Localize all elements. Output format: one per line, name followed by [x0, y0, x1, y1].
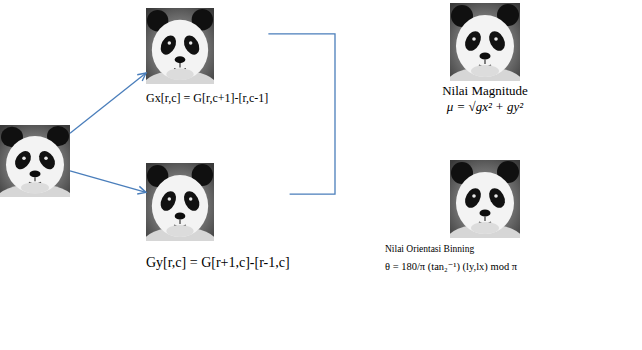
image-node: Gx[r,c] = G[r,c+1]-[r,c-1]	[146, 8, 268, 106]
image-node: Nilai Orientasi Binning θ = 180/π (tan₂⁻¹…	[385, 160, 520, 273]
formula-text: θ = 180/π (tan₂⁻¹) (ly,lx) mod π	[385, 261, 520, 273]
formula-text: μ = √gx² + gy²	[442, 100, 528, 115]
image-slot	[0, 125, 70, 197]
caption-text: Nilai Magnitude	[442, 84, 528, 99]
image-node	[0, 125, 70, 197]
caption-text: Nilai Orientasi Binning	[385, 244, 520, 255]
caption-text: Gx[r,c] = G[r,c+1]-[r,c-1]	[146, 92, 268, 106]
panda-image	[143, 163, 217, 259]
panda-image	[143, 8, 217, 102]
image-node: Gy[r,c] = G[r+1,c]-[r-1,c]	[146, 163, 290, 271]
image-slot	[450, 160, 520, 238]
bracket-line	[268, 34, 335, 194]
image-slot	[146, 163, 214, 241]
image-slot	[146, 8, 214, 84]
caption-text: Gy[r,c] = G[r+1,c]-[r-1,c]	[146, 255, 290, 271]
panda-image	[447, 160, 523, 256]
panda-image	[0, 125, 73, 214]
flow-arrow	[70, 73, 146, 133]
image-slot	[450, 3, 520, 81]
image-node: Nilai Magnitudeμ = √gx² + gy²	[442, 3, 528, 115]
flow-arrow	[70, 171, 146, 192]
